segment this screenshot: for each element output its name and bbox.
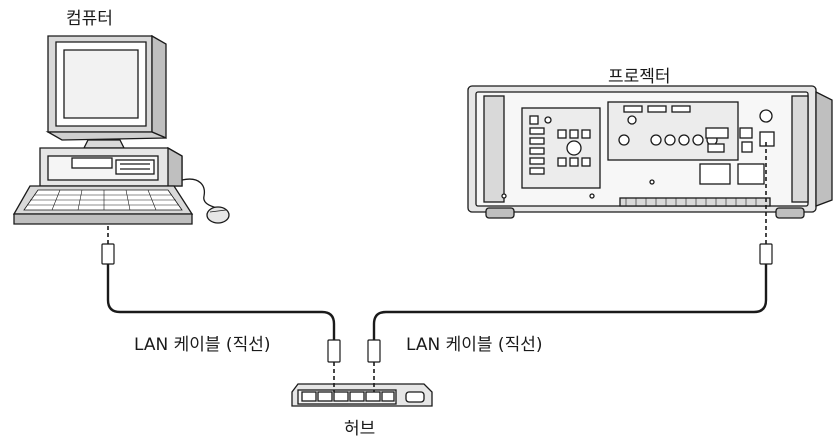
plug-projector	[759, 243, 773, 265]
plug-computer	[101, 243, 115, 265]
lan-cable-left	[106, 260, 336, 342]
hub-label: 허브	[344, 419, 376, 439]
hub-icon	[291, 383, 433, 407]
lan-cable-right-label: LAN 케이블 (직선)	[406, 335, 543, 355]
connector-dashes	[107, 142, 767, 392]
lan-plug-icons	[101, 243, 773, 363]
projector-icon	[467, 85, 833, 219]
lan-cable-left-label: LAN 케이블 (직선)	[134, 335, 271, 355]
lan-cable-right	[372, 260, 768, 342]
computer-label: 컴퓨터	[66, 9, 113, 29]
plug-hub-right	[367, 339, 381, 363]
computer-icon	[12, 34, 230, 225]
plug-hub-left	[327, 339, 341, 363]
projector-label: 프로젝터	[608, 67, 671, 87]
